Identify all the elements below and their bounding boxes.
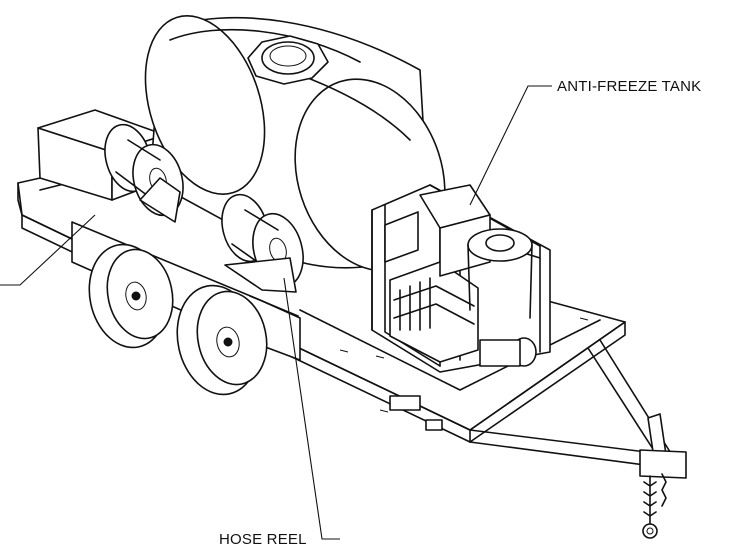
trailer-tongue bbox=[469, 339, 687, 539]
hose-reel-rear bbox=[104, 123, 184, 223]
anti-freeze-tank-label: ANTI-FREEZE TANK bbox=[557, 78, 701, 95]
wheel-front bbox=[176, 284, 268, 396]
hose-reel-front bbox=[221, 193, 304, 293]
deck-bolts bbox=[339, 317, 589, 431]
water-tank bbox=[144, 15, 446, 272]
wheel-rear bbox=[88, 243, 174, 349]
washer-unit bbox=[371, 184, 551, 373]
hose-reel-label: HOSE REEL bbox=[219, 531, 307, 548]
callout-leaders bbox=[0, 85, 552, 540]
